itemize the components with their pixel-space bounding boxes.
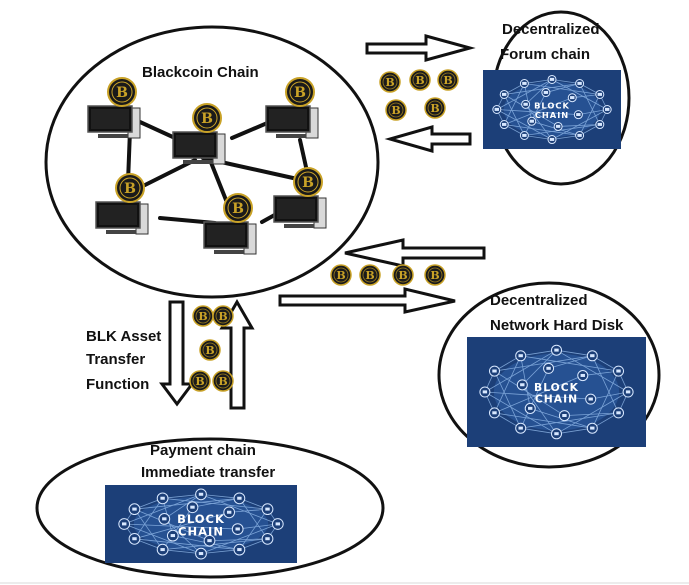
computer-node: B — [265, 77, 319, 139]
node-coin-icon: B — [192, 103, 222, 133]
arrow-up-from-payment — [219, 298, 255, 410]
blockchain-word-2: CHAIN — [535, 110, 569, 120]
forum-chain-title-line2: Forum chain — [500, 46, 591, 63]
node-coin-symbol: B — [201, 111, 213, 127]
blockchain-word-2: CHAIN — [535, 393, 578, 406]
coin-icon: B — [212, 305, 234, 327]
coin-icon: B — [424, 264, 446, 286]
coin-icon: B — [392, 264, 414, 286]
node-coin-symbol: B — [294, 85, 306, 101]
payment-chain-title-line2: Immediate transfer — [141, 464, 276, 481]
computer-node: B — [95, 173, 149, 235]
coin-symbol: B — [430, 102, 439, 115]
disk-chain-ellipse — [437, 281, 661, 469]
blockchain-links — [496, 79, 608, 140]
node-coin-icon: B — [223, 193, 253, 223]
payment-chain-title-line1: Payment chain — [150, 442, 256, 459]
coin-symbol: B — [218, 310, 227, 323]
arrow-from-forum — [384, 125, 472, 153]
coin-symbol: B — [205, 344, 214, 357]
coin-icon: B — [424, 97, 446, 119]
coin-symbol: B — [365, 269, 374, 282]
computer-nodes: B B B B B B — [87, 77, 327, 255]
node-coin-icon: B — [107, 77, 137, 107]
forum-chain-title-line1: Decentralized — [502, 21, 600, 38]
arrow-from-disk — [344, 238, 486, 268]
node-coin-icon: B — [115, 173, 145, 203]
node-coin-symbol: B — [232, 201, 244, 217]
transfer-label-line1: BLK Asset — [86, 328, 162, 345]
node-coin-symbol: B — [116, 85, 128, 101]
coin-symbol: B — [195, 375, 204, 388]
coin-icon: B — [409, 69, 431, 91]
node-coin-symbol: B — [302, 175, 314, 191]
coin-symbol: B — [430, 269, 439, 282]
coin-icon: B — [189, 370, 211, 392]
blockchain-word-1: BLOCK — [534, 101, 570, 111]
coin-symbol: B — [336, 269, 345, 282]
coin-symbol: B — [398, 269, 407, 282]
payment-chain-ellipse — [35, 437, 385, 579]
coin-symbol: B — [443, 74, 452, 87]
computer-node: B — [273, 167, 327, 229]
transfer-label-line2: Transfer — [86, 351, 146, 368]
blockchain-nodes — [118, 488, 284, 560]
blockchain-nodes — [492, 74, 612, 145]
coin-icon: B — [385, 99, 407, 121]
coin-symbol: B — [385, 76, 394, 89]
disk-chain-title-line1: Decentralized — [490, 292, 588, 309]
coin-symbol: B — [415, 74, 424, 87]
blockchain-nodes — [479, 344, 634, 440]
coin-symbol: B — [218, 375, 227, 388]
computer-node: B — [203, 193, 257, 255]
arrow-to-forum — [365, 34, 476, 62]
computer-node: B — [172, 103, 226, 165]
node-coin-icon: B — [285, 77, 315, 107]
blockchain-word-2: CHAIN — [178, 525, 224, 539]
blockchain-word-1: BLOCK — [177, 512, 225, 526]
coin-icon: B — [379, 71, 401, 93]
disk-chain-title-line2: Network Hard Disk — [490, 317, 624, 334]
coin-icon: B — [359, 264, 381, 286]
blackcoin-chain-title: Blackcoin Chain — [142, 64, 259, 81]
node-coin-symbol: B — [124, 181, 136, 197]
coin-icon: B — [437, 69, 459, 91]
computer-node: B — [87, 77, 141, 139]
blackcoin-chain-ellipse — [44, 25, 380, 299]
coin-symbol: B — [198, 310, 207, 323]
blockchain-word-1: BLOCK — [534, 381, 579, 394]
arrow-to-disk — [278, 287, 456, 314]
arrow-down-to-payment — [159, 300, 195, 407]
coin-icon: B — [330, 264, 352, 286]
coin-icon: B — [192, 305, 214, 327]
coin-icon: B — [199, 339, 221, 361]
transfer-label-line3: Function — [86, 376, 150, 393]
coin-icon: B — [212, 370, 234, 392]
node-coin-icon: B — [293, 167, 323, 197]
coin-symbol: B — [391, 104, 400, 117]
